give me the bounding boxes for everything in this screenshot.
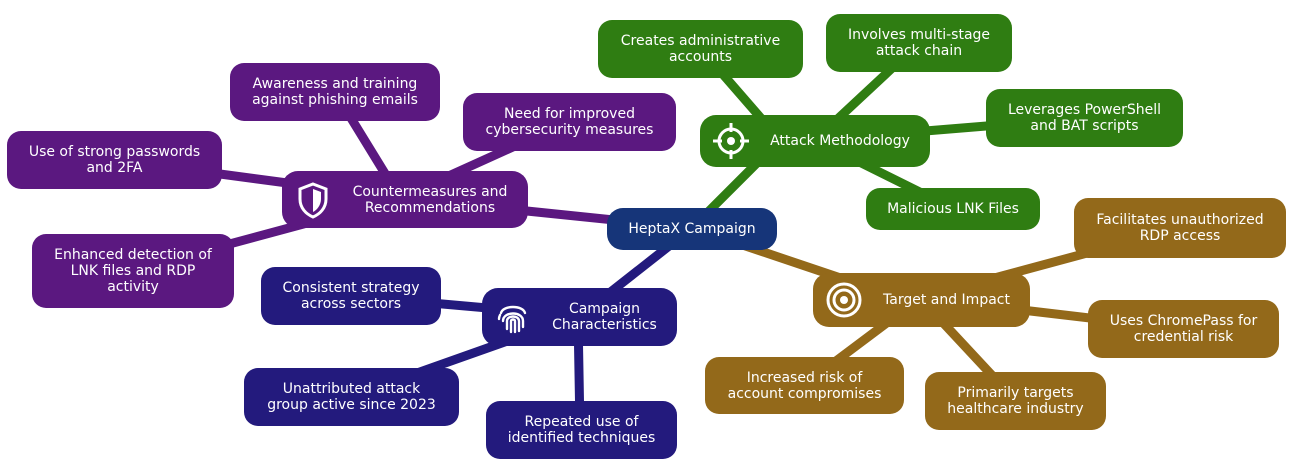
leaf-account-compromises: Increased risk of account compromises (705, 357, 904, 414)
leaf-label: Leverages PowerShell and BAT scripts (1007, 102, 1162, 134)
fingerprint-icon (492, 296, 534, 338)
leaf-multi-stage-chain: Involves multi-stage attack chain (826, 14, 1012, 72)
leaf-label: Awareness and training against phishing … (252, 76, 418, 108)
leaf-label: Repeated use of identified techniques (507, 414, 656, 446)
target-icon (823, 279, 865, 321)
leaf-label: Increased risk of account compromises (727, 369, 882, 402)
leaf-label: Enhanced detection of LNK files and RDP … (54, 247, 212, 295)
leaf-label: Need for improved cybersecurity measures (485, 106, 654, 138)
leaf-improved-cybersecurity: Need for improved cybersecurity measures (463, 93, 676, 151)
leaf-repeated-techniques: Repeated use of identified techniques (486, 401, 677, 459)
leaf-creates-admin-accounts: Creates administrative accounts (598, 20, 803, 78)
leaf-malicious-lnk: Malicious LNK Files (866, 188, 1040, 230)
leaf-chromepass: Uses ChromePass for credential risk (1088, 300, 1279, 358)
leaf-healthcare: Primarily targets healthcare industry (925, 372, 1106, 430)
leaf-label: Uses ChromePass for credential risk (1109, 313, 1258, 345)
branch-countermeasures: Countermeasures and Recommendations (282, 171, 528, 228)
leaf-label: Facilitates unauthorized RDP access (1096, 212, 1264, 244)
root-node: HeptaX Campaign (607, 208, 777, 250)
leaf-label: Unattributed attack group active since 2… (267, 381, 436, 413)
branch-campaign-label: Campaign Characteristics (552, 301, 657, 333)
root-label: HeptaX Campaign (628, 221, 756, 237)
leaf-enhanced-detection: Enhanced detection of LNK files and RDP … (32, 234, 234, 308)
leaf-label: Use of strong passwords and 2FA (28, 144, 201, 176)
leaf-label: Consistent strategy across sectors (282, 280, 420, 312)
leaf-strong-passwords: Use of strong passwords and 2FA (7, 131, 222, 189)
branch-counter-label: Countermeasures and Recommendations (352, 183, 508, 216)
leaf-label: Creates administrative accounts (620, 33, 781, 65)
branch-target-impact: Target and Impact (813, 273, 1030, 327)
branch-attack-methodology: Attack Methodology (700, 115, 930, 167)
leaf-label: Malicious LNK Files (887, 201, 1019, 217)
shield-icon (292, 179, 334, 221)
crosshair-icon (710, 120, 752, 162)
leaf-awareness-training: Awareness and training against phishing … (230, 63, 440, 121)
leaf-powershell-bat: Leverages PowerShell and BAT scripts (986, 89, 1183, 147)
leaf-consistent-strategy: Consistent strategy across sectors (261, 267, 441, 325)
branch-attack-label: Attack Methodology (770, 133, 910, 149)
leaf-label: Involves multi-stage attack chain (847, 27, 991, 59)
branch-target-label: Target and Impact (883, 292, 1010, 308)
leaf-label: Primarily targets healthcare industry (947, 385, 1084, 417)
branch-campaign-characteristics: Campaign Characteristics (482, 288, 677, 346)
leaf-unauthorized-rdp: Facilitates unauthorized RDP access (1074, 198, 1286, 258)
leaf-unattributed-group: Unattributed attack group active since 2… (244, 368, 459, 426)
